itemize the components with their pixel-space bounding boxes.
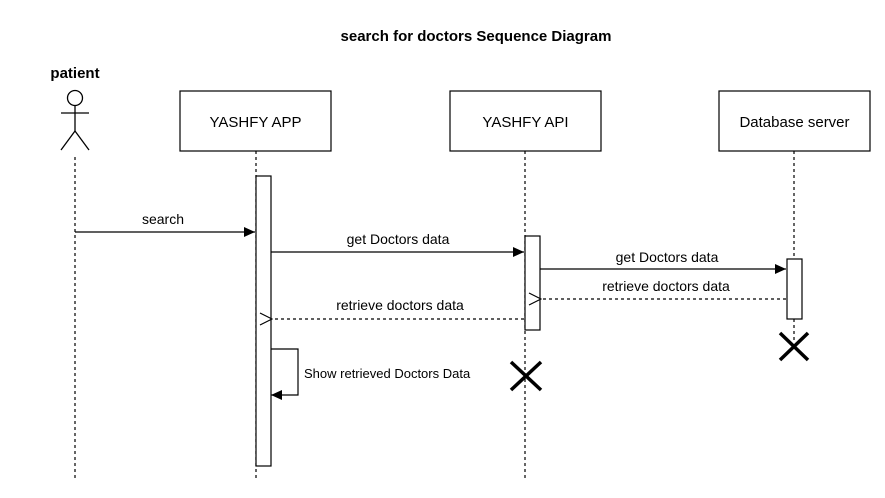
message-db-to-api: retrieve doctors data <box>541 278 786 299</box>
destroy-x-icon <box>509 360 543 392</box>
activation-bar-app <box>255 175 272 467</box>
participant-label: Database server <box>739 114 849 131</box>
message-self-show: Show retrieved Doctors Data <box>271 348 471 400</box>
message-label: retrieve doctors data <box>602 278 730 294</box>
destroy-x-icon <box>778 331 810 362</box>
stick-figure-icon <box>60 89 90 151</box>
message-label: retrieve doctors data <box>336 297 464 313</box>
actor-label: patient <box>50 65 99 82</box>
participant-label: YASHFY APP <box>210 114 302 131</box>
participant-yashfy-api: YASHFY API <box>449 90 602 480</box>
message-api-to-app: retrieve doctors data <box>272 297 524 319</box>
participant-label: YASHFY API <box>482 114 568 131</box>
participant-yashfy-app: YASHFY APP <box>179 90 332 480</box>
message-label: Show retrieved Doctors Data <box>304 366 471 381</box>
self-message-arrow <box>271 348 299 400</box>
participant-database-server: Database server <box>718 90 871 362</box>
message-label: search <box>142 211 184 227</box>
participant-box <box>179 90 332 152</box>
message-app-to-api: get Doctors data <box>271 231 524 257</box>
activation-bar-db <box>786 258 803 320</box>
participant-box <box>718 90 871 152</box>
activation-bar-api <box>524 235 541 331</box>
diagram-title: search for doctors Sequence Diagram <box>341 28 612 45</box>
message-label: get Doctors data <box>347 231 450 247</box>
message-api-to-db: get Doctors data <box>540 249 786 274</box>
actor-patient: patient <box>50 65 100 480</box>
message-label: get Doctors data <box>616 249 719 265</box>
message-search: search <box>75 211 255 237</box>
